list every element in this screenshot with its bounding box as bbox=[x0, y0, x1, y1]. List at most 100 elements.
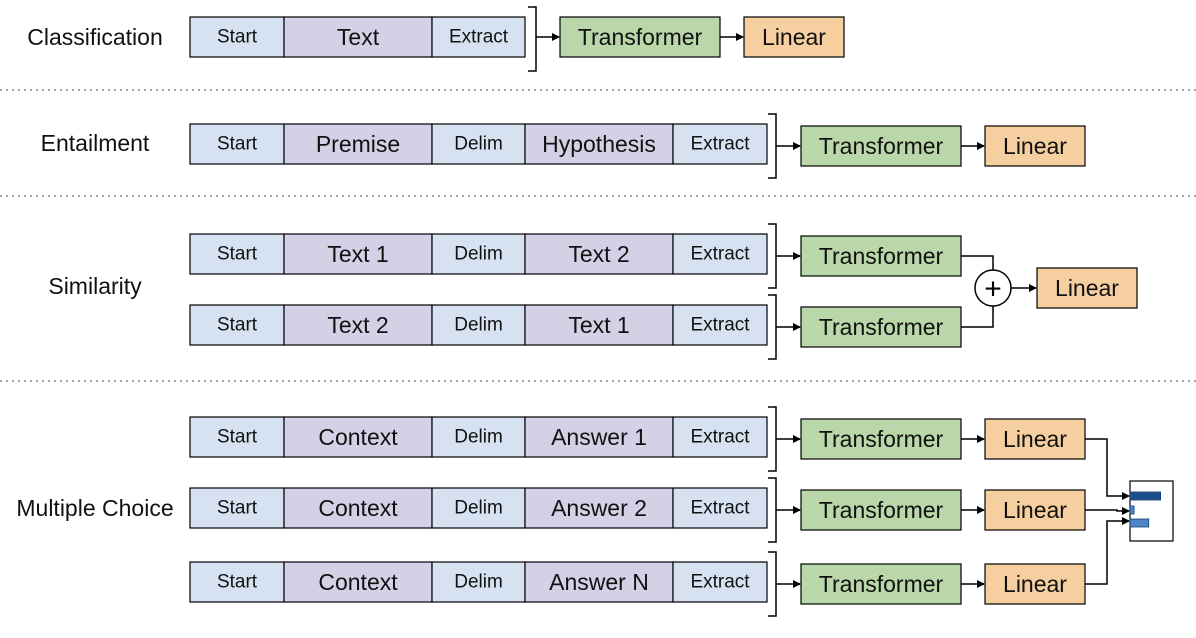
token-label: Extract bbox=[690, 244, 750, 265]
token-label: Start bbox=[217, 315, 258, 336]
token-label: Text 2 bbox=[568, 241, 629, 267]
classification-title: Classification bbox=[27, 24, 163, 50]
token-text-1: Text 1 bbox=[524, 304, 674, 346]
transformer-block: Transformer bbox=[800, 563, 962, 605]
token-label: Extract bbox=[690, 134, 750, 155]
input-sequence: Start Context Delim Answer N Extract bbox=[189, 561, 768, 603]
token-label: Delim bbox=[454, 498, 503, 519]
input-sequence: Start Text 2 Delim Text 1 Extract bbox=[189, 304, 768, 346]
merge-line-top bbox=[961, 255, 994, 270]
linear-block-label: Linear bbox=[762, 24, 826, 50]
token-label: Hypothesis bbox=[542, 131, 656, 157]
token-label: Start bbox=[217, 498, 258, 519]
token-label: Start bbox=[217, 134, 258, 155]
token-label: Text bbox=[337, 24, 380, 50]
output-bar bbox=[1129, 505, 1135, 515]
token-text-1: Text 1 bbox=[283, 233, 433, 275]
transformer-block-label: Transformer bbox=[819, 133, 944, 159]
sequence-bracket bbox=[768, 477, 777, 543]
token-label: Delim bbox=[454, 134, 503, 155]
sequence-bracket bbox=[768, 113, 777, 179]
sequence-bracket bbox=[768, 223, 777, 289]
token-delim: Delim bbox=[431, 416, 526, 458]
linear-block: Linear bbox=[984, 418, 1086, 460]
token-extract: Extract bbox=[672, 487, 768, 529]
transformer-block: Transformer bbox=[800, 489, 962, 531]
token-context: Context bbox=[283, 416, 433, 458]
linear-block-label: Linear bbox=[1003, 133, 1067, 159]
linear-block: Linear bbox=[984, 563, 1086, 605]
entailment-title: Entailment bbox=[41, 130, 150, 156]
output-bar bbox=[1129, 518, 1150, 528]
token-label: Extract bbox=[690, 572, 750, 593]
token-start: Start bbox=[189, 304, 285, 346]
token-text-2: Text 2 bbox=[524, 233, 674, 275]
input-sequence: Start Premise Delim Hypothesis Extract bbox=[189, 123, 768, 165]
softmax-output bbox=[1129, 480, 1174, 542]
linear-block: Linear bbox=[743, 16, 845, 58]
linear-block-label: Linear bbox=[1055, 275, 1119, 301]
token-answer-1: Answer 1 bbox=[524, 416, 674, 458]
token-extract: Extract bbox=[672, 304, 768, 346]
token-context: Context bbox=[283, 487, 433, 529]
token-label: Delim bbox=[454, 315, 503, 336]
arrow-to-softmax bbox=[1085, 438, 1130, 500]
token-label: Premise bbox=[316, 131, 400, 157]
transformer-block-label: Transformer bbox=[819, 497, 944, 523]
token-answer-n: Answer N bbox=[524, 561, 674, 603]
linear-block-label: Linear bbox=[1003, 571, 1067, 597]
transformer-block: Transformer bbox=[800, 125, 962, 167]
token-label: Answer 1 bbox=[551, 424, 647, 450]
linear-block: Linear bbox=[984, 125, 1086, 167]
linear-block-label: Linear bbox=[1003, 497, 1067, 523]
transformer-block-label: Transformer bbox=[819, 314, 944, 340]
token-hypothesis: Hypothesis bbox=[524, 123, 674, 165]
transformer-block: Transformer bbox=[800, 235, 962, 277]
token-label: Extract bbox=[690, 315, 750, 336]
transformer-block: Transformer bbox=[800, 418, 962, 460]
token-label: Text 1 bbox=[327, 241, 388, 267]
plus-symbol: + bbox=[984, 273, 1002, 306]
token-start: Start bbox=[189, 487, 285, 529]
token-extract: Extract bbox=[431, 16, 526, 58]
token-extract: Extract bbox=[672, 561, 768, 603]
token-delim: Delim bbox=[431, 304, 526, 346]
transformer-block: Transformer bbox=[559, 16, 721, 58]
arrow-to-softmax bbox=[1085, 507, 1130, 515]
token-label: Delim bbox=[454, 244, 503, 265]
token-label: Extract bbox=[449, 27, 509, 48]
token-text: Text bbox=[283, 16, 433, 58]
token-label: Delim bbox=[454, 572, 503, 593]
linear-block-label: Linear bbox=[1003, 426, 1067, 452]
token-label: Start bbox=[217, 244, 258, 265]
token-delim: Delim bbox=[431, 233, 526, 275]
token-start: Start bbox=[189, 123, 285, 165]
token-label: Answer 2 bbox=[551, 495, 647, 521]
token-delim: Delim bbox=[431, 561, 526, 603]
token-label: Context bbox=[318, 495, 398, 521]
token-premise: Premise bbox=[283, 123, 433, 165]
token-label: Delim bbox=[454, 427, 503, 448]
input-sequence: Start Context Delim Answer 2 Extract bbox=[189, 487, 768, 529]
token-label: Text 1 bbox=[568, 312, 629, 338]
token-label: Extract bbox=[690, 427, 750, 448]
input-sequence: Start Text Extract bbox=[189, 16, 526, 58]
token-answer-2: Answer 2 bbox=[524, 487, 674, 529]
transformer-block-label: Transformer bbox=[578, 24, 703, 50]
token-delim: Delim bbox=[431, 487, 526, 529]
token-start: Start bbox=[189, 416, 285, 458]
similarity-title: Similarity bbox=[48, 273, 142, 299]
transformer-block: Transformer bbox=[800, 306, 962, 348]
token-text-2: Text 2 bbox=[283, 304, 433, 346]
token-start: Start bbox=[189, 561, 285, 603]
input-sequence: Start Text 1 Delim Text 2 Extract bbox=[189, 233, 768, 275]
linear-block: Linear bbox=[1036, 267, 1138, 309]
token-start: Start bbox=[189, 16, 285, 58]
transformer-block-label: Transformer bbox=[819, 426, 944, 452]
token-delim: Delim bbox=[431, 123, 526, 165]
token-extract: Extract bbox=[672, 233, 768, 275]
token-label: Context bbox=[318, 569, 398, 595]
token-label: Text 2 bbox=[327, 312, 388, 338]
token-start: Start bbox=[189, 233, 285, 275]
